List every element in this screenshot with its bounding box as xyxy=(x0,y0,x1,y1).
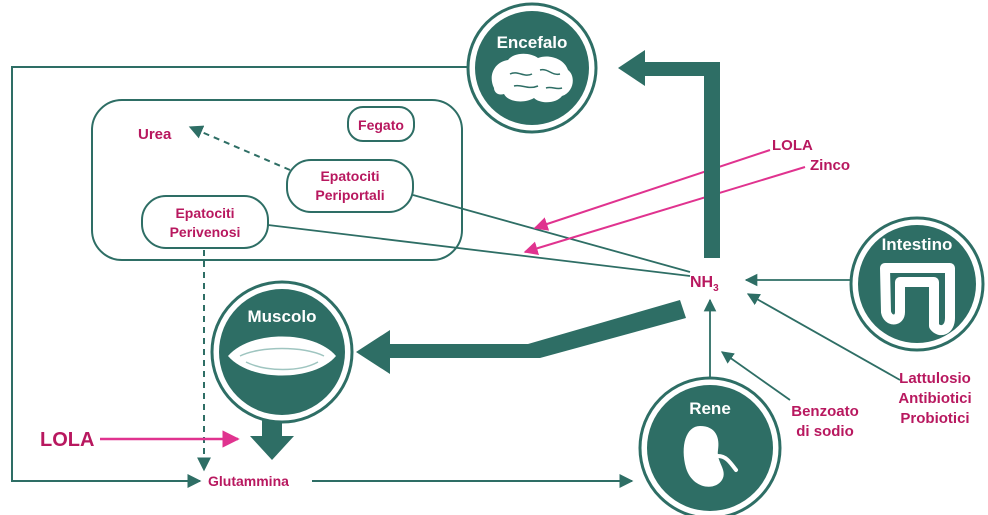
gut-treatment-label-3: Probiotici xyxy=(900,410,969,427)
perivenous-label-2: Perivenosi xyxy=(170,224,241,240)
urea-label: Urea xyxy=(138,126,172,143)
zinc-to-liver-arrow xyxy=(525,167,805,252)
nh3-to-muscle-thick-arrow xyxy=(356,300,686,374)
nh3-to-periportal-line xyxy=(413,195,690,272)
lola-left-label: LOLA xyxy=(40,429,94,451)
periportal-label-1: Epatociti xyxy=(320,168,379,184)
kidney-organ: Rene xyxy=(640,378,780,515)
muscle-organ: Muscolo xyxy=(212,282,352,422)
zinc-label: Zinco xyxy=(810,157,850,174)
benzoate-label-1: Benzoato xyxy=(791,403,859,420)
intestine-label: Intestino xyxy=(882,235,953,254)
glutamine-label: Glutammina xyxy=(208,473,289,489)
brain-label: Encefalo xyxy=(497,33,568,52)
benzoate-label-2: di sodio xyxy=(796,423,854,440)
gut-treatment-label-1: Lattulosio xyxy=(899,370,971,387)
perivenous-hepatocytes-box xyxy=(142,196,268,248)
lola-right-label: LOLA xyxy=(772,137,813,154)
intestine-organ: Intestino xyxy=(851,218,983,350)
periportal-to-urea-arrow xyxy=(190,127,290,170)
kidney-label: Rene xyxy=(689,399,731,418)
nh3-to-perivenous-line xyxy=(268,225,690,276)
liver-label: Fegato xyxy=(358,117,404,133)
brain-organ: Encefalo xyxy=(468,4,596,132)
gut-treatment-label-2: Antibiotici xyxy=(898,390,971,407)
muscle-label: Muscolo xyxy=(248,307,317,326)
nh3-to-brain-thick-arrow xyxy=(618,50,720,258)
ammonia-label: NH3 xyxy=(690,274,719,294)
periportal-label-2: Periportali xyxy=(315,187,384,203)
perivenous-label-1: Epatociti xyxy=(175,205,234,221)
